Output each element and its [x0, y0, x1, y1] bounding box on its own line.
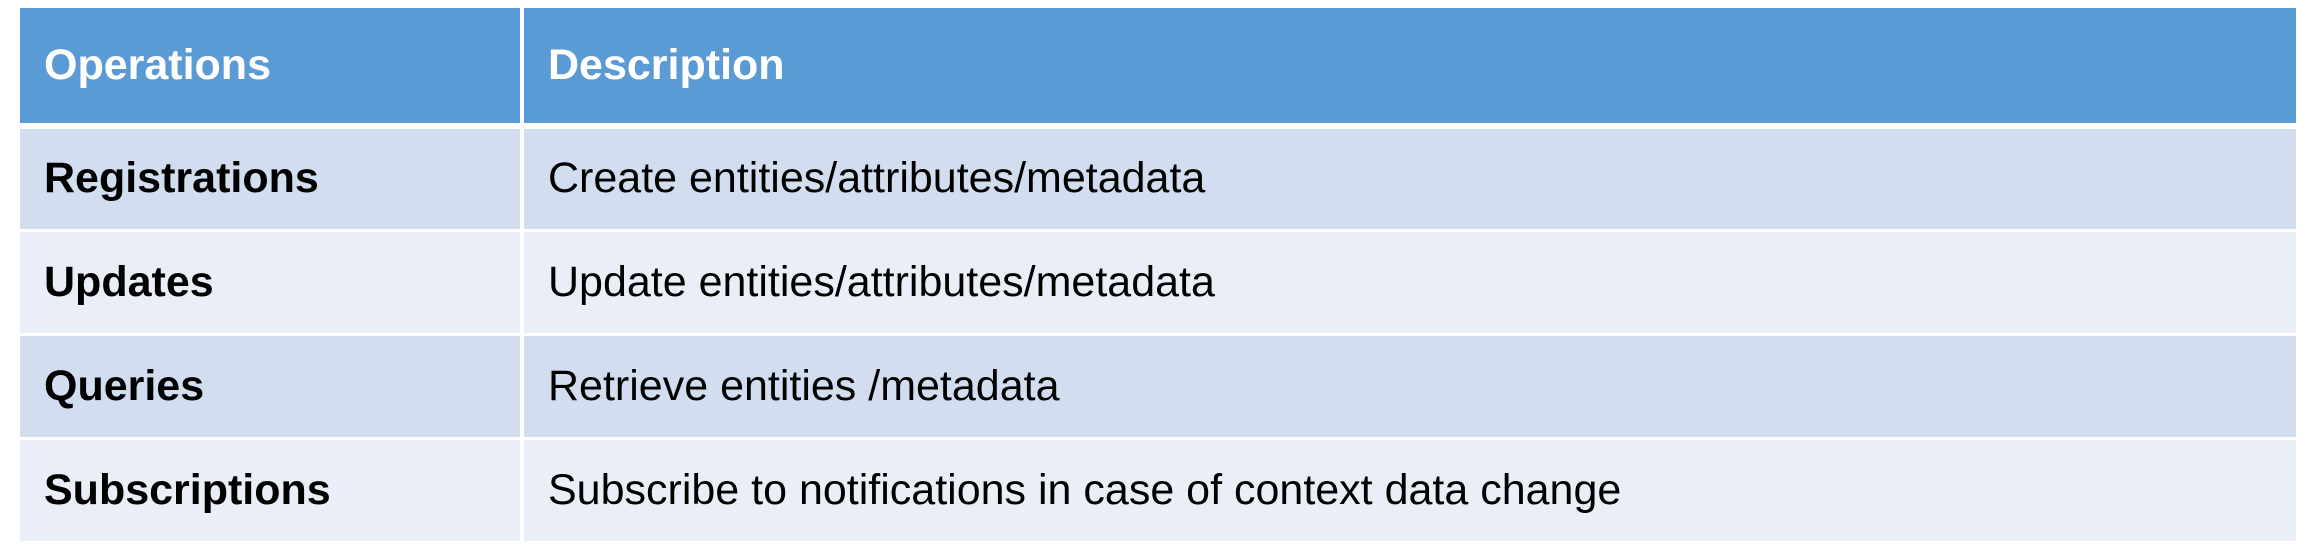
- operation-cell: Subscriptions: [20, 436, 524, 544]
- description-cell: Subscribe to notifications in case of co…: [522, 436, 2296, 544]
- description-cell: Update entities/attributes/metadata: [522, 228, 2296, 336]
- header-operations: Operations: [20, 8, 524, 129]
- table-body: Registrations Create entities/attributes…: [20, 124, 2296, 544]
- table-header: Operations Description: [20, 8, 2296, 129]
- table-row: Queries Retrieve entities /metadata: [20, 332, 2296, 440]
- header-row: Operations Description: [20, 8, 2296, 129]
- operation-cell: Queries: [20, 332, 524, 440]
- header-description: Description: [522, 8, 2296, 129]
- table-row: Subscriptions Subscribe to notifications…: [20, 436, 2296, 544]
- table-row: Updates Update entities/attributes/metad…: [20, 228, 2296, 336]
- table: Operations Description Registrations Cre…: [20, 8, 2296, 544]
- table-row: Registrations Create entities/attributes…: [20, 124, 2296, 232]
- operations-table: Operations Description Registrations Cre…: [20, 8, 2296, 544]
- operation-cell: Updates: [20, 228, 524, 336]
- description-cell: Create entities/attributes/metadata: [522, 124, 2296, 232]
- description-cell: Retrieve entities /metadata: [522, 332, 2296, 440]
- operation-cell: Registrations: [20, 124, 524, 232]
